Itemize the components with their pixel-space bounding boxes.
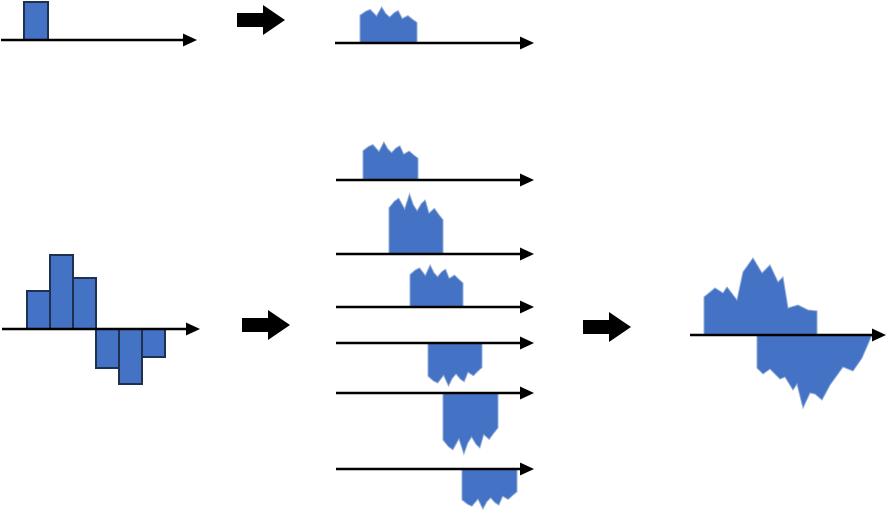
input-bar-2: [49, 254, 74, 330]
axis-component-1-arrowhead-icon: [520, 173, 534, 187]
input-bar-1: [26, 290, 51, 330]
axis-output-arrowhead-icon: [872, 328, 886, 342]
scaled-response-blob-6: [461, 468, 518, 511]
block-arrow-top-icon: [237, 5, 285, 35]
axis-component-2-arrowhead-icon: [520, 247, 534, 261]
axis-impulse-input-arrowhead-icon: [183, 33, 197, 47]
scaled-response-blob-2: [388, 192, 444, 255]
block-arrow-right-icon: [583, 312, 631, 342]
scaled-response-blob-3: [409, 263, 464, 308]
axis-input-signal-arrowhead-icon: [186, 322, 200, 336]
input-bar-5: [118, 328, 143, 385]
input-bar-4: [95, 328, 120, 369]
input-bar-6: [141, 328, 166, 358]
axis-component-3-arrowhead-icon: [520, 300, 534, 314]
block-arrow-middle-icon: [242, 310, 290, 340]
scaled-response-blob-5: [442, 392, 499, 456]
impulse-response-blob: [359, 6, 418, 44]
input-bar-3: [72, 277, 97, 330]
output-negative-lobe: [756, 334, 873, 410]
axis-impulse-response-arrowhead-icon: [520, 36, 534, 50]
output-positive-lobe: [703, 257, 818, 336]
scaled-response-blob-1: [362, 140, 419, 181]
scaled-response-blob-4: [427, 342, 483, 388]
axis-component-6-arrowhead-icon: [520, 462, 534, 476]
axis-component-5-arrowhead-icon: [520, 386, 534, 400]
impulse-bar: [23, 1, 49, 41]
axis-component-4-arrowhead-icon: [520, 336, 534, 350]
